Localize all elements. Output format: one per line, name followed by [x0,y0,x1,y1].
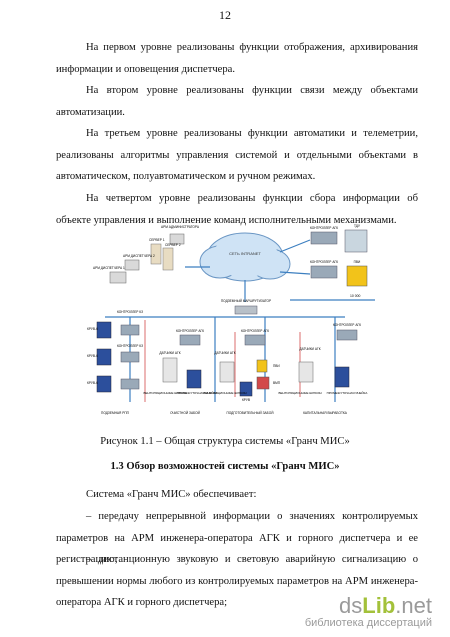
figure-caption: Рисунок 1.1 – Общая структура системы «Г… [100,436,350,447]
network-label: СЕТЬ INTRANET [229,251,261,256]
krv6-1-label: КРУВ-6 [87,327,98,331]
face-label: ОЧИСТНОЙ ЗАБОЙ [170,411,201,415]
vmp-label: ВМП [273,381,281,385]
underground-router: ПОДЗЕМНЫЙ МАРШРУТИЗАТОР [221,299,271,315]
arm-disp2-label: АРМ ДИСПЕТЧЕРА 2 [123,254,155,258]
section-heading: 1.3 Обзор возможностей системы «Гранч МИ… [110,461,340,472]
krv6-3-label: КРУВ-6 [87,381,98,385]
paragraph-1: На первом уровне реализованы функции ото… [56,42,418,75]
operator-workstations: АРМ АДМИНИСТРАТОРА СЕРВЕР 1 СЕРВЕР 2 АРМ… [93,225,200,284]
bullet-1: – передачу непрерывной информации о знач… [56,511,418,566]
krv6-2-label: КРУВ-6 [87,354,98,358]
system-structure-diagram: СЕТЬ INTRANET АРМ АДМИНИСТРАТОРА СЕРВЕР … [87,224,375,415]
interm-cell-2-label: ПРОМЕЖУТОЧНАЯ ЯЧЕЙКА [327,391,368,395]
surface-equipment: КОНТРОЛЛЕР АГК ТДУ КОНТРОЛЛЕР АГК ПВИ 10… [310,224,368,298]
substation-label: ПОДЗЕМНАЯ РПП [101,411,130,415]
speed-label: 10 000 [350,294,360,298]
sensors-agk-2-label: ДАТЧИКИ АГК [214,351,235,355]
paragraph-2: На втором уровне реализованы функции свя… [56,85,418,118]
prep-face-group: КОНТРОЛЛЕР АГК ДАТЧИКИ АГК ПВИ ВМП КРУВ … [203,329,280,415]
ctrl-agk-right-label: КОНТРОЛЛЕР АГК [333,323,361,327]
page-number: 12 [219,8,231,22]
intro-paragraph: Система «Гранч МИС» обеспечивает: [86,489,257,500]
ctrl-agk-top-label: КОНТРОЛЛЕР АГК [310,226,338,230]
watermark: dsLib.net библиотека диссертаций [304,593,432,630]
paragraph-4: На четвертом уровне реализованы функции … [56,193,418,226]
watermark-subtitle: библиотека диссертаций [304,617,432,629]
ctrl-kz-left-label: КОНТРОЛЛЕР КЗ [117,310,143,314]
ctrl-kz-mid-label: КОНТРОЛЛЕР КЗ [117,344,143,348]
ctrl-agk-top2-label: КОНТРОЛЛЕР АГК [310,260,338,264]
vent-doors-1-label: ВЕНТИЛЯЦИОННЫЕ ШЛЮЗЫ [143,391,186,395]
arm-admin-label: АРМ АДМИНИСТРАТОРА [161,225,200,229]
substation-group: КОНТРОЛЛЕР КЗ КРУВ-6 КРУВ-6 КРУВ-6 КОНТР… [87,310,143,415]
bullet-2: – дистанционную звуковую и световую авар… [56,554,418,609]
pvi-label: ПВИ [354,260,361,264]
tdu-label: ТДУ [354,224,361,228]
kruv-label: КРУВ [242,398,250,402]
interm-cell-1-label: ПРОМЕЖУТОЧНАЯ ЯЧЕЙКА [177,391,218,395]
sensors-agk-3-label: ДАТЧИКИ АГК [299,347,320,351]
prep-face-label: ПОДГОТОВИТЕЛЬНЫЙ ЗАБОЙ [226,411,274,415]
arm-disp1-label: АРМ ДИСПЕТЧЕРА 1 [93,266,125,270]
ctrl-agk-mid2-label: КОНТРОЛЛЕР АГК [241,329,269,333]
server2-label: СЕРВЕР 2 [165,243,181,247]
network-cloud: СЕТЬ INTRANET [199,232,291,282]
vent-doors-3-label: ВЕНТИЛЯЦИОННЫЕ ШЛЮЗЫ [278,391,321,395]
ctrl-agk-mid-label: КОНТРОЛЛЕР АГК [176,329,204,333]
pvi-mid-label: ПВИ [273,364,280,368]
sensors-agk-1-label: ДАТЧИКИ АГК [159,351,180,355]
face-group: КОНТРОЛЛЕР АГК ДАТЧИКИ АГК ВЕНТИЛЯЦИОННЫ… [143,329,217,415]
cap-working-label: КАПИТАЛЬНАЯ ВЫРАБОТКА [303,411,348,415]
vent-doors-2-label: ВЕНТИЛЯЦИОННЫЕ ШЛЮЗЫ [203,391,246,395]
capital-working-group: КОНТРОЛЛЕР АГК ДАТЧИКИ АГК ВЕНТИЛЯЦИОННЫ… [278,323,367,415]
router-label: ПОДЗЕМНЫЙ МАРШРУТИЗАТОР [221,299,271,303]
paragraph-3: На третьем уровне реализованы функции ав… [56,128,418,183]
server1-label: СЕРВЕР 1 [149,238,165,242]
watermark-logo: dsLib.net [339,593,432,618]
